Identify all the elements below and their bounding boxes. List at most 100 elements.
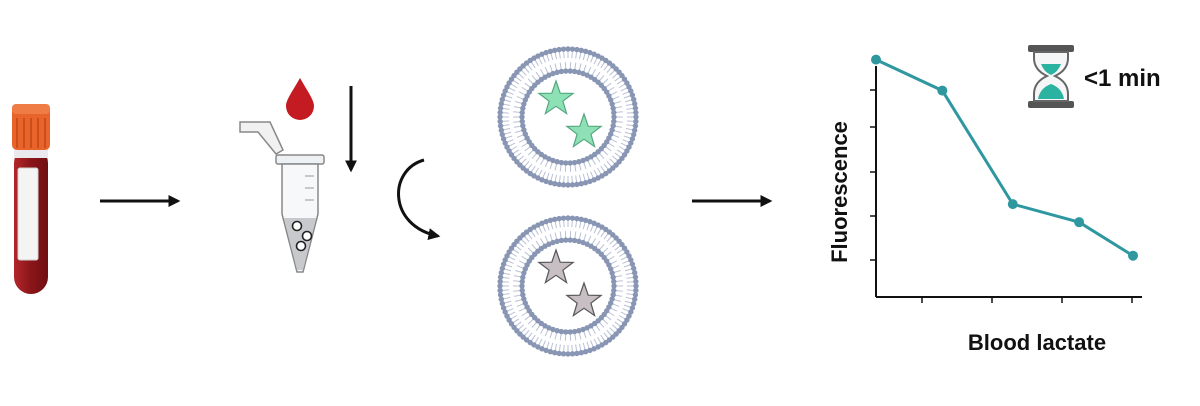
lipid-head xyxy=(629,136,636,142)
lipid-head xyxy=(576,328,582,334)
lipid-head xyxy=(571,237,578,244)
lipid-head xyxy=(611,109,617,116)
data-point xyxy=(1007,199,1018,210)
lipid-head xyxy=(552,180,558,187)
lipid-head xyxy=(611,118,617,125)
lipid-head xyxy=(519,118,525,125)
lipid-head xyxy=(610,274,616,280)
timer-label: <1 min xyxy=(1084,65,1161,92)
lipid-head xyxy=(556,181,562,188)
lipid-head xyxy=(498,101,505,107)
lipid-head xyxy=(610,123,616,129)
lipid-head xyxy=(580,70,586,77)
lipid-head xyxy=(543,347,549,354)
lipid-head xyxy=(558,68,565,75)
lipid-head xyxy=(569,46,576,52)
lipid-head xyxy=(497,274,504,280)
lipid-head xyxy=(569,215,576,221)
lipid-head xyxy=(611,114,617,120)
lipid-head xyxy=(567,237,573,243)
lipid-head xyxy=(543,218,549,225)
lipid-head xyxy=(574,350,580,357)
lipid-head xyxy=(554,238,560,244)
lipid-head xyxy=(502,309,508,315)
lipid-head xyxy=(629,305,636,311)
lipid-head xyxy=(626,84,632,90)
lipid-head xyxy=(580,239,586,246)
lipid-head xyxy=(499,131,506,138)
lipid-head xyxy=(632,123,639,129)
lipid-head xyxy=(628,257,634,263)
microtube-icon xyxy=(239,121,325,273)
lipid-head xyxy=(584,325,590,331)
lipid-head xyxy=(587,178,593,185)
lipid-head xyxy=(576,69,582,75)
lipid-head xyxy=(574,215,580,222)
star-fluorescent-icon xyxy=(537,79,575,116)
lipid-head xyxy=(591,220,597,226)
lipid-head xyxy=(628,88,634,94)
lipid-head xyxy=(632,105,639,111)
lipid-head xyxy=(520,123,526,129)
lipid-head xyxy=(628,140,634,146)
lipid-head xyxy=(565,182,571,188)
lipid-head xyxy=(633,109,639,116)
lipid-head xyxy=(556,215,562,222)
lipid-head xyxy=(580,157,586,164)
lipid-head xyxy=(504,313,510,319)
lipid-head xyxy=(558,328,565,335)
lipid-head xyxy=(500,136,507,142)
lipid-head xyxy=(610,105,616,111)
lipid-head xyxy=(521,296,527,302)
lipid-head xyxy=(633,283,639,289)
lipid-head xyxy=(500,261,507,267)
lipid-head xyxy=(547,217,554,224)
lipid-head xyxy=(587,218,593,225)
lipid-head xyxy=(498,270,505,276)
lipid-head xyxy=(546,72,552,78)
lipid-head xyxy=(535,53,541,59)
lipid-head xyxy=(582,348,589,355)
lipid-head xyxy=(609,127,615,133)
lipid-head xyxy=(500,92,507,98)
lipid-head xyxy=(539,220,545,226)
lipid-head xyxy=(504,144,510,150)
lipid-head xyxy=(608,266,614,272)
lipid-head xyxy=(547,179,554,186)
lipid-head xyxy=(521,101,527,107)
lipid-head xyxy=(522,300,528,306)
lipid-head xyxy=(560,46,567,52)
lipid-head xyxy=(520,105,526,111)
lipid-head xyxy=(630,131,637,138)
lipid-head xyxy=(546,241,552,247)
star-quenched-icon xyxy=(565,281,603,318)
lipid-head xyxy=(578,216,584,223)
lipid-head xyxy=(497,278,503,285)
lipid-head xyxy=(554,159,560,165)
lipid-head xyxy=(497,114,503,120)
lipid-head xyxy=(565,46,571,52)
lipid-head xyxy=(565,215,571,221)
lipid-head xyxy=(595,175,601,181)
fluorescence-chart xyxy=(870,54,1142,303)
lipid-head xyxy=(558,159,565,166)
lipid-head xyxy=(567,329,573,335)
lipid-head xyxy=(595,344,601,350)
lipid-head xyxy=(498,296,505,302)
blood-tube-icon xyxy=(12,104,50,294)
lipid-head xyxy=(587,347,593,354)
lipid-head xyxy=(609,296,615,302)
lipid-head xyxy=(502,88,508,94)
lipid-head xyxy=(611,278,617,285)
lipid-head xyxy=(552,216,558,223)
lipid-head xyxy=(556,350,562,357)
vesicle-fluorescent xyxy=(497,46,639,188)
lipid-head xyxy=(519,109,525,116)
lipid-head xyxy=(630,96,637,103)
lipid-head xyxy=(539,51,545,57)
lipid-head xyxy=(519,114,525,120)
lipid-head xyxy=(520,274,526,280)
lipid-head xyxy=(630,300,637,307)
lipid-head xyxy=(610,292,616,298)
